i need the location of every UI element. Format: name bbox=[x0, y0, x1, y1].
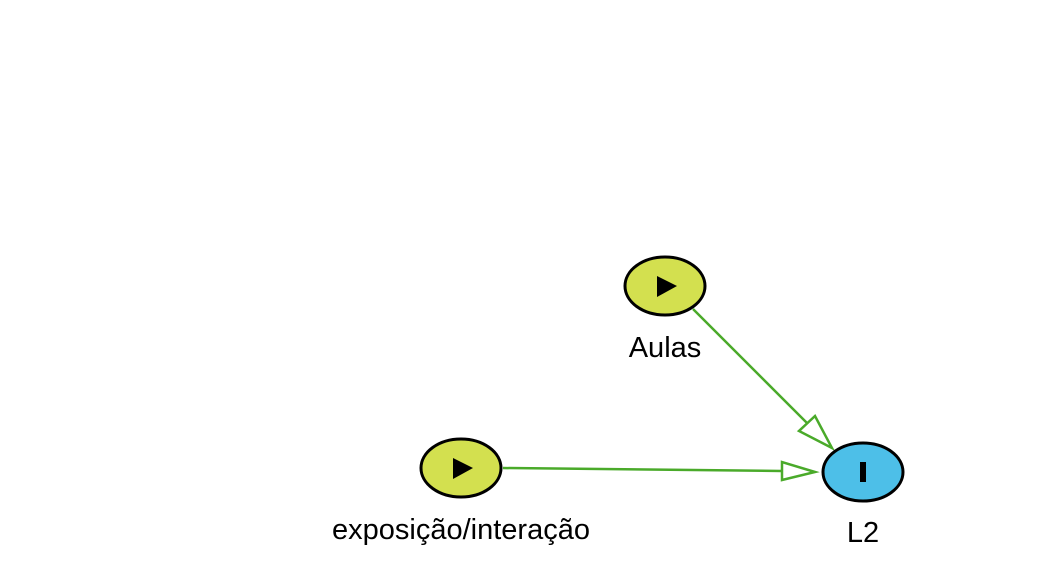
edge-aulas-to-l2[interactable] bbox=[692, 308, 835, 451]
node-aulas[interactable]: Aulas bbox=[623, 255, 707, 364]
bar-icon bbox=[860, 462, 866, 482]
edge-expo-to-l2[interactable] bbox=[502, 460, 820, 482]
node-expo[interactable]: exposição/interação bbox=[332, 437, 590, 546]
node-l2[interactable]: L2 bbox=[821, 441, 905, 549]
play-icon bbox=[453, 458, 473, 479]
node-label-l2: L2 bbox=[847, 517, 879, 549]
node-label-expo: exposição/interação bbox=[332, 514, 590, 546]
node-label-aulas: Aulas bbox=[629, 332, 702, 364]
play-icon bbox=[657, 276, 677, 297]
